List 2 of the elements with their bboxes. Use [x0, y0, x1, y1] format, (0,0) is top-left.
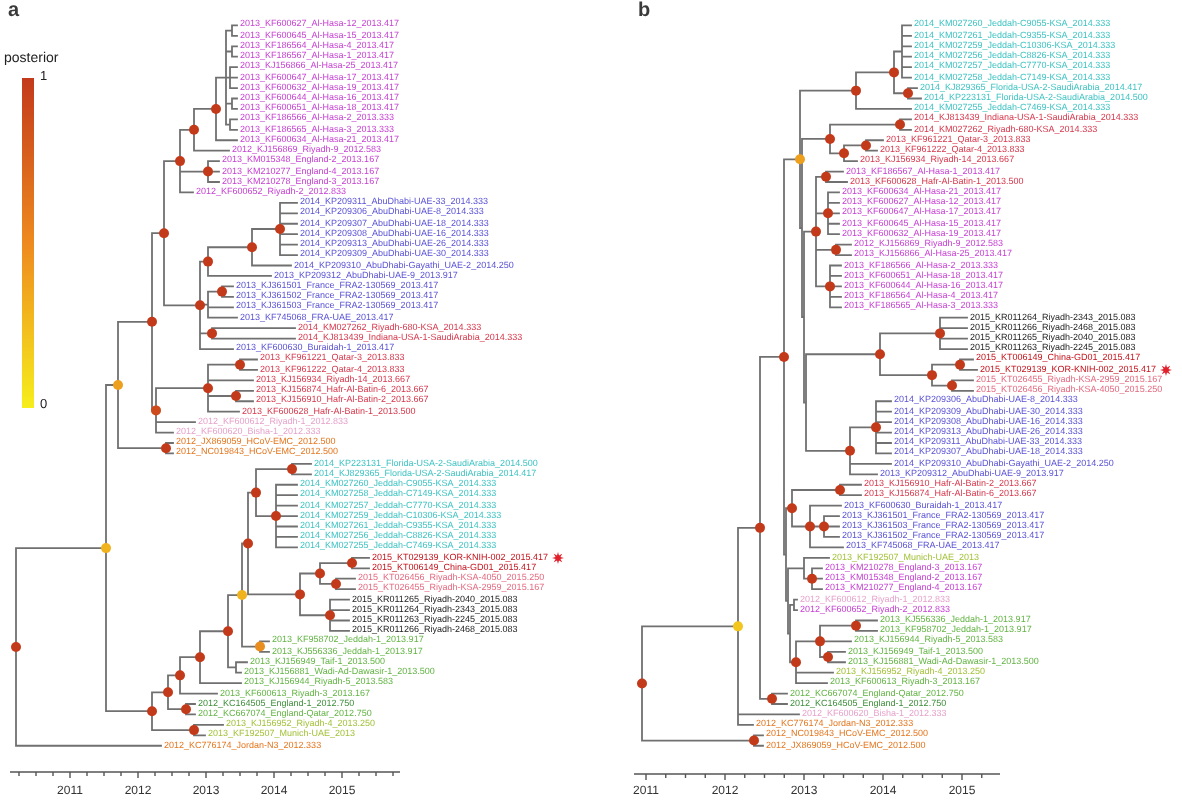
panel-label: b [638, 2, 651, 22]
panel-label: a [8, 2, 20, 22]
